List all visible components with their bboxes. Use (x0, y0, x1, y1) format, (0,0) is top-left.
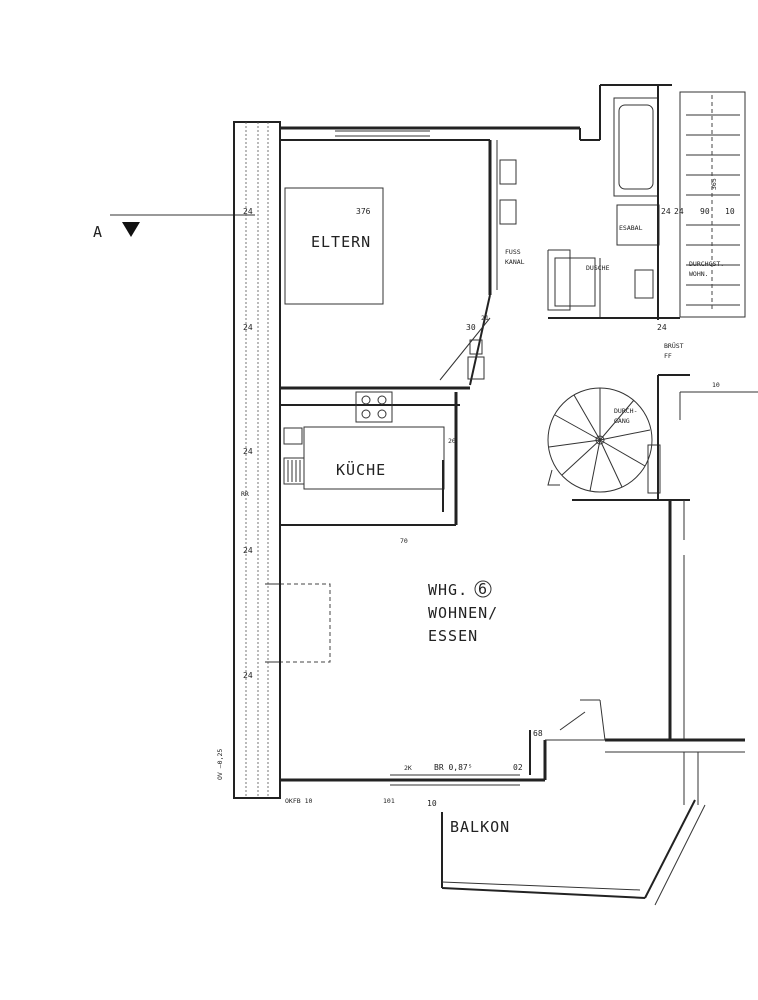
dim-10-top: 10 (725, 207, 735, 216)
label-spiral-2: GANG (614, 417, 630, 425)
bed (284, 187, 384, 305)
room-label-wohnen: WOHNEN/ (428, 604, 498, 622)
dim-376: 376 (356, 207, 371, 216)
label-brust: BRÜST (664, 341, 684, 350)
left-exterior-wall (233, 121, 281, 799)
bathroom (547, 85, 680, 320)
dim-24-a: 24 (243, 207, 253, 216)
dim-365: 365 (710, 178, 718, 190)
label-kanal: KANAL (505, 258, 525, 266)
dim-br: BR 0,87⁵ (434, 763, 473, 772)
label-esabal: ESABAL (619, 224, 643, 232)
dim-21: 21 (481, 314, 489, 322)
bottom-wall (280, 699, 745, 786)
spiral-stair (547, 387, 661, 494)
dim-30: 30 (466, 323, 476, 332)
dim-90: 90 (700, 207, 710, 216)
living-left-window (265, 540, 331, 780)
right-walls (572, 374, 758, 740)
room-label-balkon: BALKON (450, 818, 510, 836)
balcony (441, 752, 706, 906)
dim-24-c: 24 (243, 447, 253, 456)
top-wall (280, 84, 672, 141)
dim-24-b: 24 (243, 323, 253, 332)
section-marker: A (93, 214, 255, 241)
section-marker-label: A (93, 223, 103, 241)
dim-68: 68 (533, 729, 543, 738)
dim-24-h: 24 (657, 323, 667, 332)
unit-label-text: WHG. (428, 581, 468, 599)
dim-2k: 2K (404, 764, 412, 772)
unit-number: 6 (478, 580, 488, 598)
dim-20: 20 (448, 437, 456, 445)
label-dusche: DUSCHE (586, 264, 610, 272)
straight-stair (679, 91, 746, 318)
label-t70: 70 (400, 537, 408, 545)
label-spiral: DURCH- (614, 407, 637, 415)
unit-label: WHG. 6 (428, 580, 492, 599)
label-durch: DURCHGST. (689, 260, 724, 268)
dim-24-d: 24 (243, 546, 253, 555)
label-101: 101 (383, 797, 395, 805)
label-ff: FF (664, 352, 672, 360)
bedroom-right-wall (280, 140, 492, 390)
dim-02: 02 (513, 763, 523, 772)
label-rr: RR (241, 490, 249, 498)
kitchen (280, 391, 460, 526)
dim-10-stair: 10 (712, 381, 720, 389)
room-label-kueche: KÜCHE (336, 460, 386, 479)
dim-10-balkon: 10 (427, 799, 437, 808)
section-marker-arrow-icon (122, 222, 140, 237)
dim-24-g: 24 (674, 207, 684, 216)
dim-24-e: 24 (243, 671, 253, 680)
room-label-essen: ESSEN (428, 627, 478, 645)
dim-24-f: 24 (661, 207, 671, 216)
label-wohn: WOHN. (689, 270, 709, 278)
unit-number-circle (474, 580, 492, 598)
label-ov: OV –0,25 (216, 749, 224, 780)
label-okfb: OKFB 10 (285, 797, 312, 805)
room-label-eltern: ELTERN (311, 233, 371, 251)
label-fuss: FUSS (505, 248, 521, 256)
bath-fixtures (467, 140, 517, 380)
